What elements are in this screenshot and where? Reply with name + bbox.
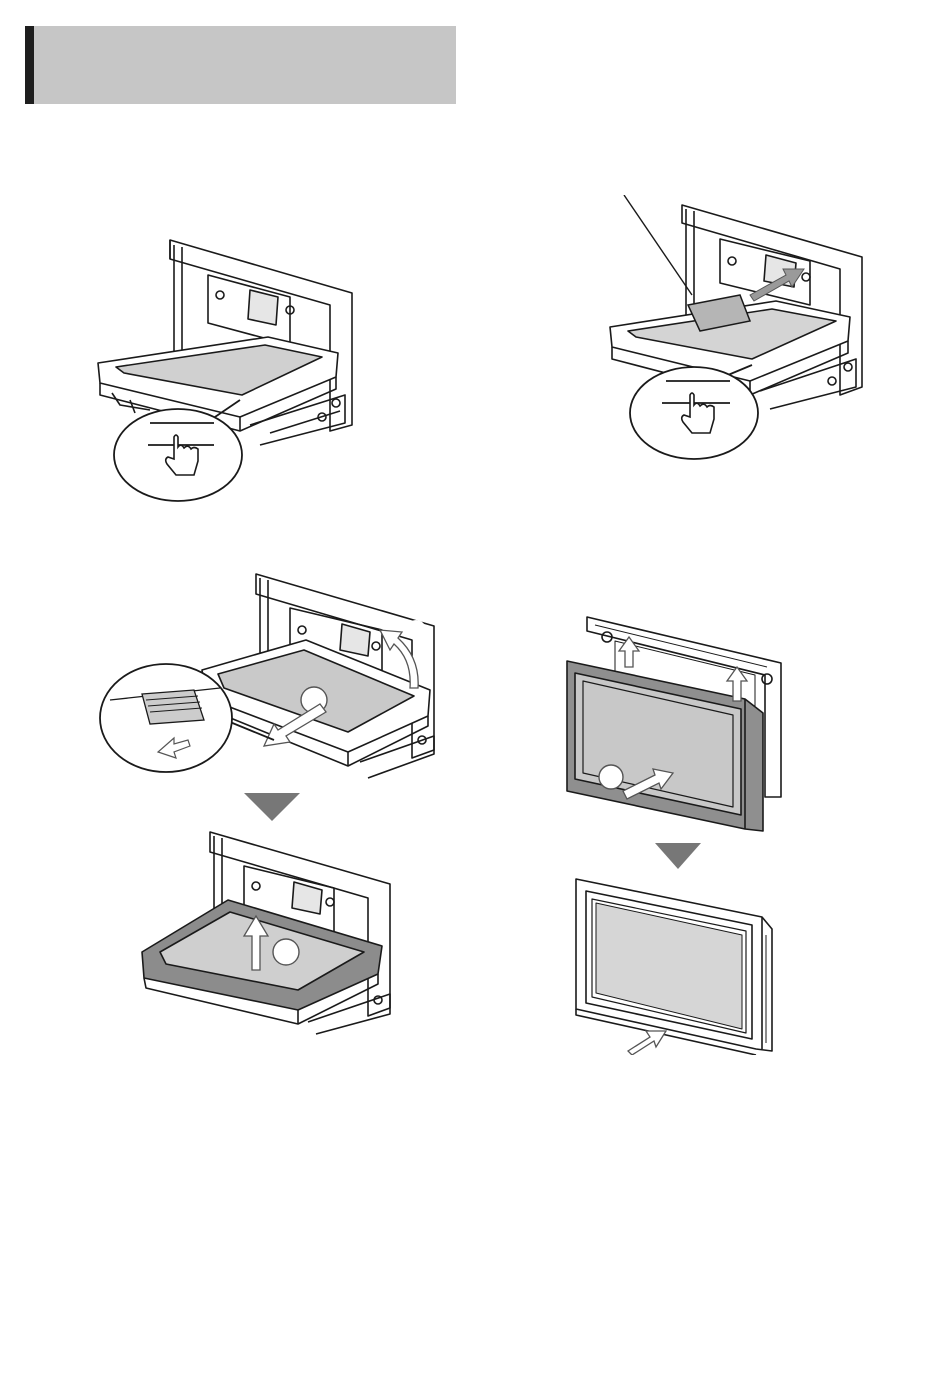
figure-panel-open-finger-press — [90, 235, 365, 505]
figure-panel-detach-step-1 — [98, 570, 443, 780]
figure-panel-detach-step-2 — [138, 828, 398, 1038]
figure-panel-open-card-insert — [600, 195, 875, 470]
section-header-accent — [25, 26, 34, 104]
push-arrow-icon — [628, 1031, 666, 1055]
figure-panel-attach-step-2 — [572, 875, 777, 1055]
step-arrow-down-right — [655, 843, 701, 869]
section-header-bar — [25, 26, 456, 104]
figure-panel-attach-step-1 — [555, 615, 785, 835]
step-arrow-down-left — [244, 793, 300, 821]
